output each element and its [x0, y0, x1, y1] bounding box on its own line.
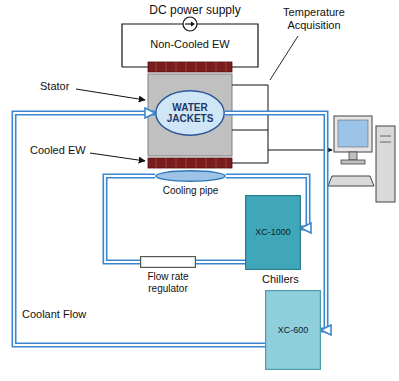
- part-label: Coolant Flow: [22, 308, 86, 321]
- node-label: XC-600: [268, 325, 318, 335]
- computer-icon: [328, 116, 395, 202]
- chiller-box: XC-600: [265, 290, 321, 370]
- leader-line: [270, 36, 298, 80]
- leader-arrow: [90, 153, 145, 161]
- pipe-bore: [196, 261, 245, 263]
- node-outline: [155, 170, 226, 182]
- water-jacket-ellipse: WATER JACKETS: [155, 90, 225, 136]
- cooled-end-winding: [148, 158, 232, 168]
- part-label: Temperature Acquisition: [272, 6, 356, 32]
- title-label: DC power supply: [140, 3, 250, 17]
- node-text-block: XC-600: [268, 325, 318, 335]
- part-label: Chillers: [262, 273, 299, 286]
- data-arrow: [268, 150, 332, 151]
- thermocouple-wire: [232, 85, 268, 163]
- coolant-pipe: [196, 260, 245, 265]
- part-label: Cooled EW: [30, 144, 86, 157]
- node-text-block: WATER JACKETS: [159, 102, 221, 125]
- chiller-box: XC-1000: [245, 195, 301, 270]
- coolant-pipe: [14, 113, 265, 345]
- part-label: Stator: [40, 80, 69, 93]
- cooling-pipe: Cooling pipe: [155, 170, 226, 197]
- node-outline: [140, 256, 196, 268]
- node-text-block: XC-1000: [248, 227, 298, 237]
- current-source-symbol: [183, 17, 197, 31]
- node-label: WATER JACKETS: [159, 102, 221, 125]
- node-label: Cooling pipe: [155, 185, 226, 197]
- coolant-pipe: [105, 176, 155, 262]
- coolant-pipe-group: [196, 262, 245, 263]
- coolant-pipe-group: [105, 176, 155, 262]
- pipe-bore: [14, 113, 265, 345]
- stator-body: [148, 74, 232, 156]
- leader-arrow: [76, 89, 145, 100]
- non-cooled-end-winding: [148, 62, 232, 72]
- node-label: Flow rate regulator: [140, 271, 196, 294]
- node-text-block: Flow rate regulator: [140, 271, 196, 294]
- flow-regulator: Flow rate regulator: [140, 256, 196, 294]
- part-label: Non-Cooled EW: [130, 38, 250, 51]
- node-text-block: Cooling pipe: [155, 185, 226, 197]
- pipe-bore: [105, 176, 155, 262]
- node-label: XC-1000: [248, 227, 298, 237]
- coolant-pipe-group: [14, 113, 265, 345]
